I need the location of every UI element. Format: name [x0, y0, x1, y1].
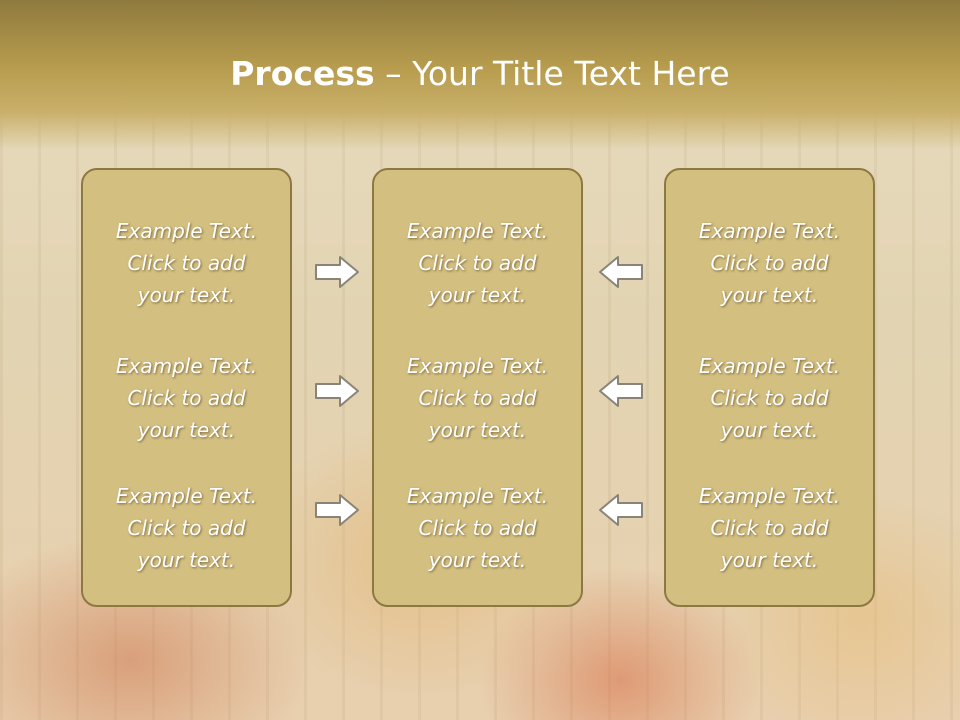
slide-title[interactable]: Process – Your Title Text Here — [0, 52, 960, 96]
title-bar — [0, 0, 960, 150]
text-line: your text. — [428, 548, 527, 572]
text-line: Example Text. — [698, 354, 841, 378]
text-line: your text. — [137, 548, 236, 572]
text-line: your text. — [428, 418, 527, 442]
text-line: Click to add — [710, 516, 829, 540]
text-line: your text. — [428, 283, 527, 307]
process-box-center[interactable]: Example Text. Click to add your text. Ex… — [372, 168, 583, 607]
text-line: Click to add — [127, 386, 246, 410]
text-line: your text. — [720, 548, 819, 572]
text-placeholder[interactable]: Example Text. Click to add your text. — [83, 215, 290, 311]
text-line: Example Text. — [406, 219, 549, 243]
text-line: Example Text. — [698, 219, 841, 243]
process-box-left[interactable]: Example Text. Click to add your text. Ex… — [81, 168, 292, 607]
text-line: Example Text. — [115, 219, 258, 243]
text-line: your text. — [720, 283, 819, 307]
text-line: Click to add — [710, 251, 829, 275]
right-arrow-icon[interactable] — [314, 254, 360, 290]
text-line: Click to add — [418, 386, 537, 410]
text-line: Example Text. — [115, 484, 258, 508]
left-arrow-icon[interactable] — [598, 492, 644, 528]
text-line: Click to add — [418, 251, 537, 275]
text-line: Example Text. — [115, 354, 258, 378]
text-placeholder[interactable]: Example Text. Click to add your text. — [374, 350, 581, 446]
text-line: your text. — [137, 283, 236, 307]
left-arrow-icon[interactable] — [598, 254, 644, 290]
text-line: Click to add — [127, 516, 246, 540]
process-box-right[interactable]: Example Text. Click to add your text. Ex… — [664, 168, 875, 607]
title-bold: Process — [230, 54, 375, 93]
text-placeholder[interactable]: Example Text. Click to add your text. — [83, 480, 290, 576]
text-placeholder[interactable]: Example Text. Click to add your text. — [374, 215, 581, 311]
right-arrow-icon[interactable] — [314, 492, 360, 528]
text-line: Example Text. — [698, 484, 841, 508]
text-line: Example Text. — [406, 354, 549, 378]
text-line: your text. — [720, 418, 819, 442]
left-arrow-icon[interactable] — [598, 373, 644, 409]
text-line: your text. — [137, 418, 236, 442]
text-line: Click to add — [418, 516, 537, 540]
text-line: Click to add — [127, 251, 246, 275]
text-placeholder[interactable]: Example Text. Click to add your text. — [666, 350, 873, 446]
text-line: Click to add — [710, 386, 829, 410]
text-placeholder[interactable]: Example Text. Click to add your text. — [374, 480, 581, 576]
title-rest: – Your Title Text Here — [374, 54, 730, 93]
right-arrow-icon[interactable] — [314, 373, 360, 409]
text-placeholder[interactable]: Example Text. Click to add your text. — [83, 350, 290, 446]
text-placeholder[interactable]: Example Text. Click to add your text. — [666, 215, 873, 311]
text-line: Example Text. — [406, 484, 549, 508]
text-placeholder[interactable]: Example Text. Click to add your text. — [666, 480, 873, 576]
